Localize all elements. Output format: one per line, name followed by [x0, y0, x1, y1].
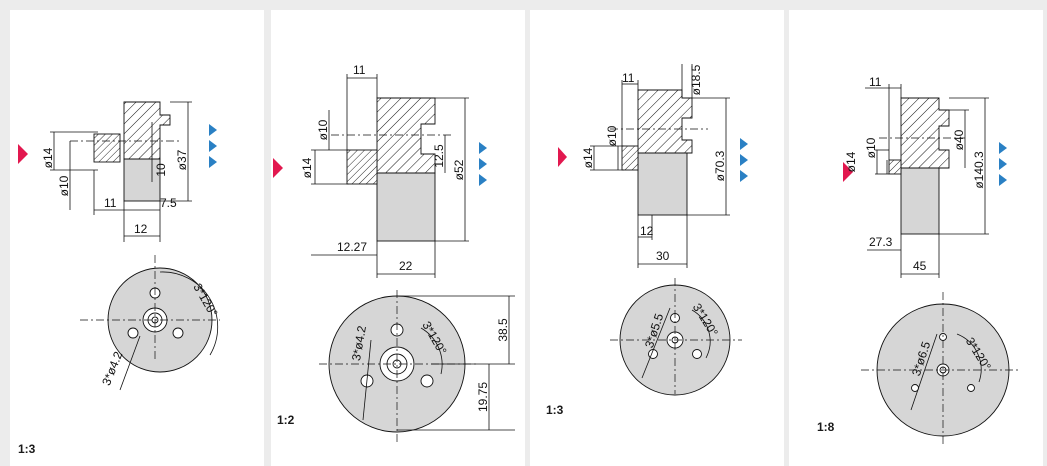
drawing-panel-1: ø14 ø10 ø37 10 11 7.5 12 3*120° 3*ø4.2 1…: [10, 10, 264, 466]
output-marker-icon: [209, 124, 217, 136]
scale-label: 1:2: [277, 413, 295, 427]
dim-30: 30: [656, 249, 670, 263]
dim-10: 10: [154, 163, 168, 177]
dim-d10: ø10: [57, 175, 71, 196]
output-marker-icon: [999, 158, 1007, 170]
output-marker-icon: [740, 138, 748, 150]
input-marker-icon: [558, 147, 567, 167]
output-marker-icon: [209, 140, 217, 152]
drawing-panel-3: 11 ø18.5 ø10 ø14 ø70.3 12 30 3*120° 3*ø5…: [530, 10, 784, 466]
output-marker-icon: [999, 174, 1007, 186]
shaft-section: [888, 159, 902, 175]
dim-11: 11: [622, 71, 635, 85]
dim-7-5: 7.5: [160, 196, 177, 210]
flange-section: [376, 97, 436, 174]
dim-d10: ø10: [605, 125, 619, 146]
drawing-panel-2: 11 ø10 ø14 12.5 ø52 12.27 22 38.5 19.75 …: [271, 10, 525, 466]
input-marker-icon: [273, 158, 283, 178]
flange-section: [123, 101, 171, 160]
input-marker-icon: [18, 144, 28, 164]
output-marker-icon: [479, 174, 487, 186]
dim-d37: ø37: [175, 149, 189, 170]
drawing-3: 11 ø18.5 ø10 ø14 ø70.3 12 30 3*120° 3*ø5…: [558, 64, 748, 396]
dim-12: 12: [640, 224, 654, 238]
scale-label: 1:3: [546, 403, 564, 417]
output-marker-icon: [479, 158, 487, 170]
dim-22: 22: [399, 259, 413, 273]
housing-body: [900, 167, 940, 235]
dim-d10: ø10: [864, 137, 878, 158]
scale-label: 1:3: [18, 442, 36, 456]
dim-d70-3: ø70.3: [713, 150, 727, 181]
dim-d14: ø14: [300, 157, 314, 178]
dim-d10: ø10: [316, 119, 330, 140]
flange-section: [900, 97, 950, 169]
flange-section: [637, 89, 693, 154]
dim-holes: 3*ø4.2: [349, 324, 369, 362]
dim-11: 11: [104, 196, 117, 210]
dim-45: 45: [913, 259, 927, 273]
housing-body: [637, 152, 688, 216]
output-marker-icon: [209, 156, 217, 168]
output-marker-icon: [479, 142, 487, 154]
shaft-section: [621, 145, 639, 171]
shaft-section: [93, 133, 121, 163]
dim-12: 12: [134, 222, 148, 236]
scale-label: 1:8: [817, 420, 835, 434]
housing-body: [376, 172, 436, 242]
dim-11: 11: [353, 63, 366, 77]
drawing-panel-4: 11 ø14 ø10 ø40 ø140.3 27.3 45 3*120° 3*ø…: [789, 10, 1043, 466]
output-marker-icon: [740, 154, 748, 166]
output-marker-icon: [740, 170, 748, 182]
dim-12-5: 12.5: [432, 144, 446, 168]
dim-d52: ø52: [452, 159, 466, 180]
dim-d40: ø40: [952, 129, 966, 150]
dim-d140-3: ø140.3: [972, 151, 986, 189]
input-marker-icon: [843, 162, 853, 182]
dim-12-27: 12.27: [337, 240, 367, 254]
dim-38-5: 38.5: [496, 318, 510, 342]
dim-d14: ø14: [41, 147, 55, 168]
dim-19-75: 19.75: [476, 382, 490, 412]
dim-holes: 3*ø4.2: [99, 349, 125, 387]
drawing-4: 11 ø14 ø10 ø40 ø140.3 27.3 45 3*120° 3*ø…: [843, 75, 1019, 446]
output-marker-icon: [999, 142, 1007, 154]
dim-d14: ø14: [844, 151, 858, 172]
dim-27-3: 27.3: [869, 235, 893, 249]
dim-11: 11: [869, 75, 882, 89]
housing-body: [123, 158, 161, 202]
dim-d14: ø14: [581, 147, 595, 168]
drawing-1: ø14 ø10 ø37 10 11 7.5 12 3*120° 3*ø4.2: [18, 101, 221, 391]
drawing-2: 11 ø10 ø14 12.5 ø52 12.27 22 38.5 19.75 …: [273, 63, 515, 442]
dim-d18-5: ø18.5: [689, 64, 703, 95]
shaft-section: [346, 149, 378, 185]
